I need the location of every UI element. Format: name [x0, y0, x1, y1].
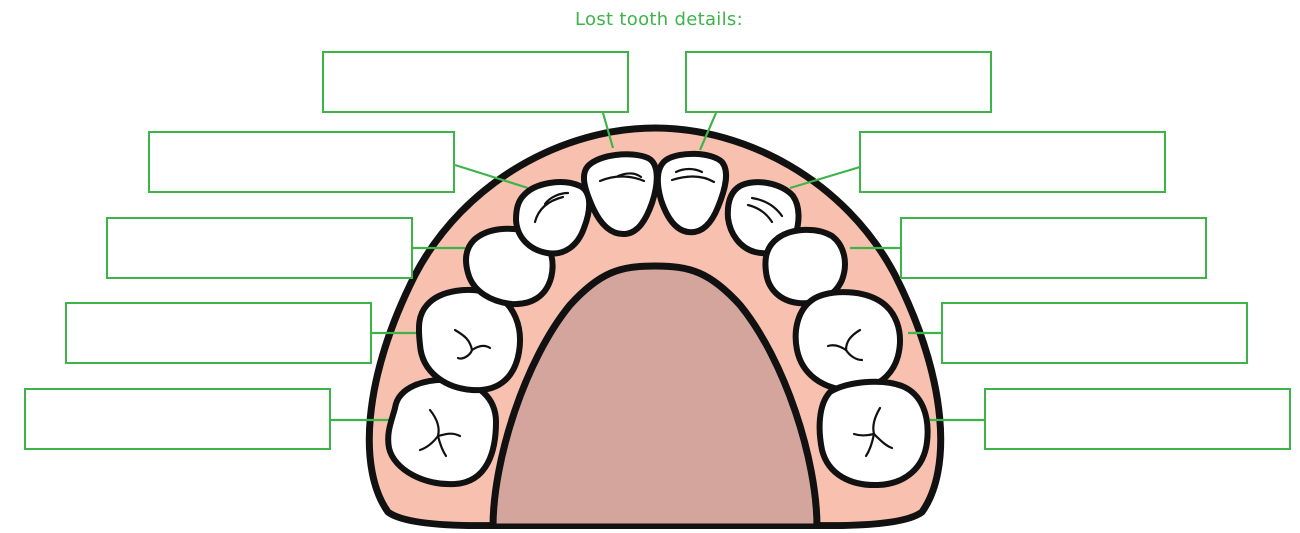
tooth-field-upper-left-front[interactable] — [322, 51, 629, 113]
tooth-field-right-2[interactable] — [859, 131, 1166, 193]
tooth-left-canine — [516, 182, 589, 253]
tooth-field-right-5[interactable] — [984, 388, 1291, 450]
tooth-field-left-4[interactable] — [65, 302, 372, 364]
tooth-left-molar-2 — [388, 380, 496, 484]
tooth-field-left-3[interactable] — [106, 217, 413, 279]
tooth-field-left-5[interactable] — [24, 388, 331, 450]
tooth-field-left-2[interactable] — [148, 131, 455, 193]
tooth-field-upper-right-front[interactable] — [685, 51, 992, 113]
tooth-field-right-4[interactable] — [941, 302, 1248, 364]
tooth-field-right-3[interactable] — [900, 217, 1207, 279]
diagram-title: Lost tooth details: — [0, 9, 1300, 30]
